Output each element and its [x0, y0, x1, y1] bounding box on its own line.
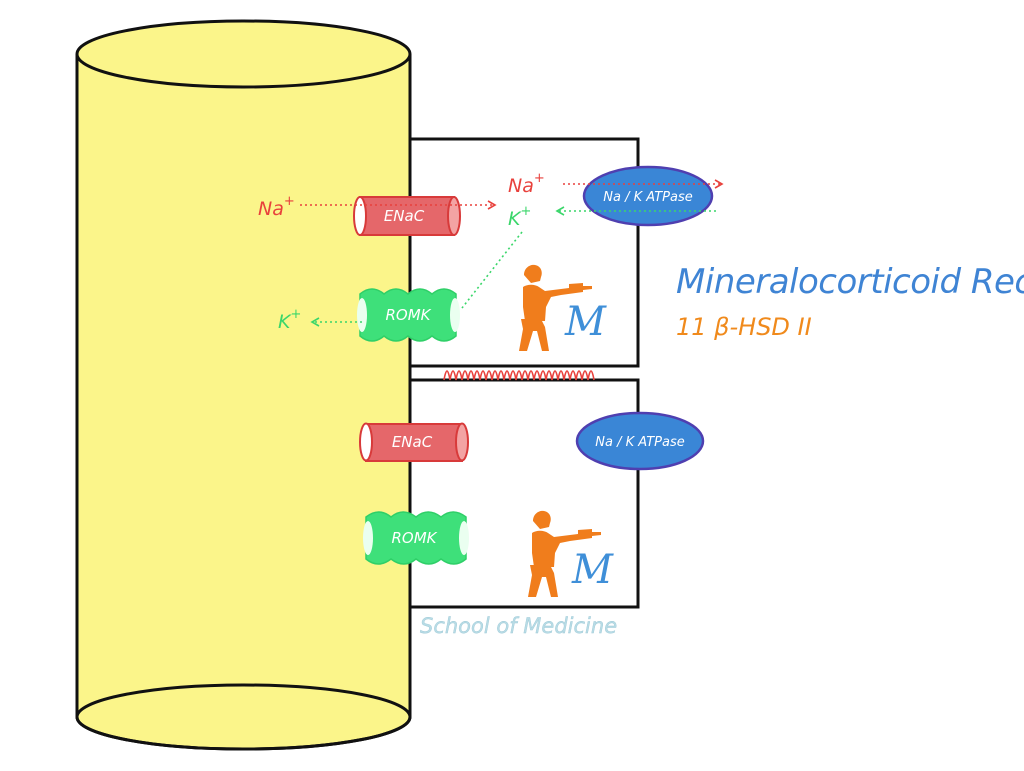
subtitle-11b-hsd2: 11 β-HSD II	[676, 313, 812, 341]
enac-channel-top: ENaC	[353, 196, 461, 236]
k-cell-label: K+	[508, 204, 531, 230]
na-lumen-label: Na+	[258, 194, 295, 220]
mineralocorticoid-receptor-letter: M	[571, 547, 614, 593]
romk-channel-top: ROMK	[357, 288, 460, 342]
romk-label: ROMK	[391, 529, 437, 547]
tight-junction-zigzag-icon	[443, 370, 595, 381]
watermark-school-of-medicine: School of Medicine	[420, 614, 617, 638]
title-mineralocorticoid-receptor: Mineralocorticoid Receptor	[676, 262, 1024, 302]
mineralocorticoid-receptor-letter: M	[564, 299, 607, 345]
romk-label: ROMK	[385, 306, 431, 324]
k-lumen-label: K+	[278, 307, 301, 333]
na-k-atpase-top: Na / K ATPase	[582, 165, 714, 227]
na-cell-label: Na+	[508, 171, 545, 197]
k-to-romk-arrow	[461, 231, 523, 309]
enac-label: ENaC	[384, 207, 425, 225]
na-k-atpase-bottom: Na / K ATPase	[575, 411, 705, 471]
enac-label: ENaC	[392, 433, 433, 451]
pump-label: Na / K ATPase	[595, 435, 684, 450]
principal-cell-bottom	[408, 378, 640, 609]
pump-label: Na / K ATPase	[603, 190, 692, 205]
enac-channel-bottom: ENaC	[359, 422, 469, 462]
tubule-lumen	[75, 19, 412, 751]
romk-channel-bottom: ROMK	[363, 511, 469, 565]
